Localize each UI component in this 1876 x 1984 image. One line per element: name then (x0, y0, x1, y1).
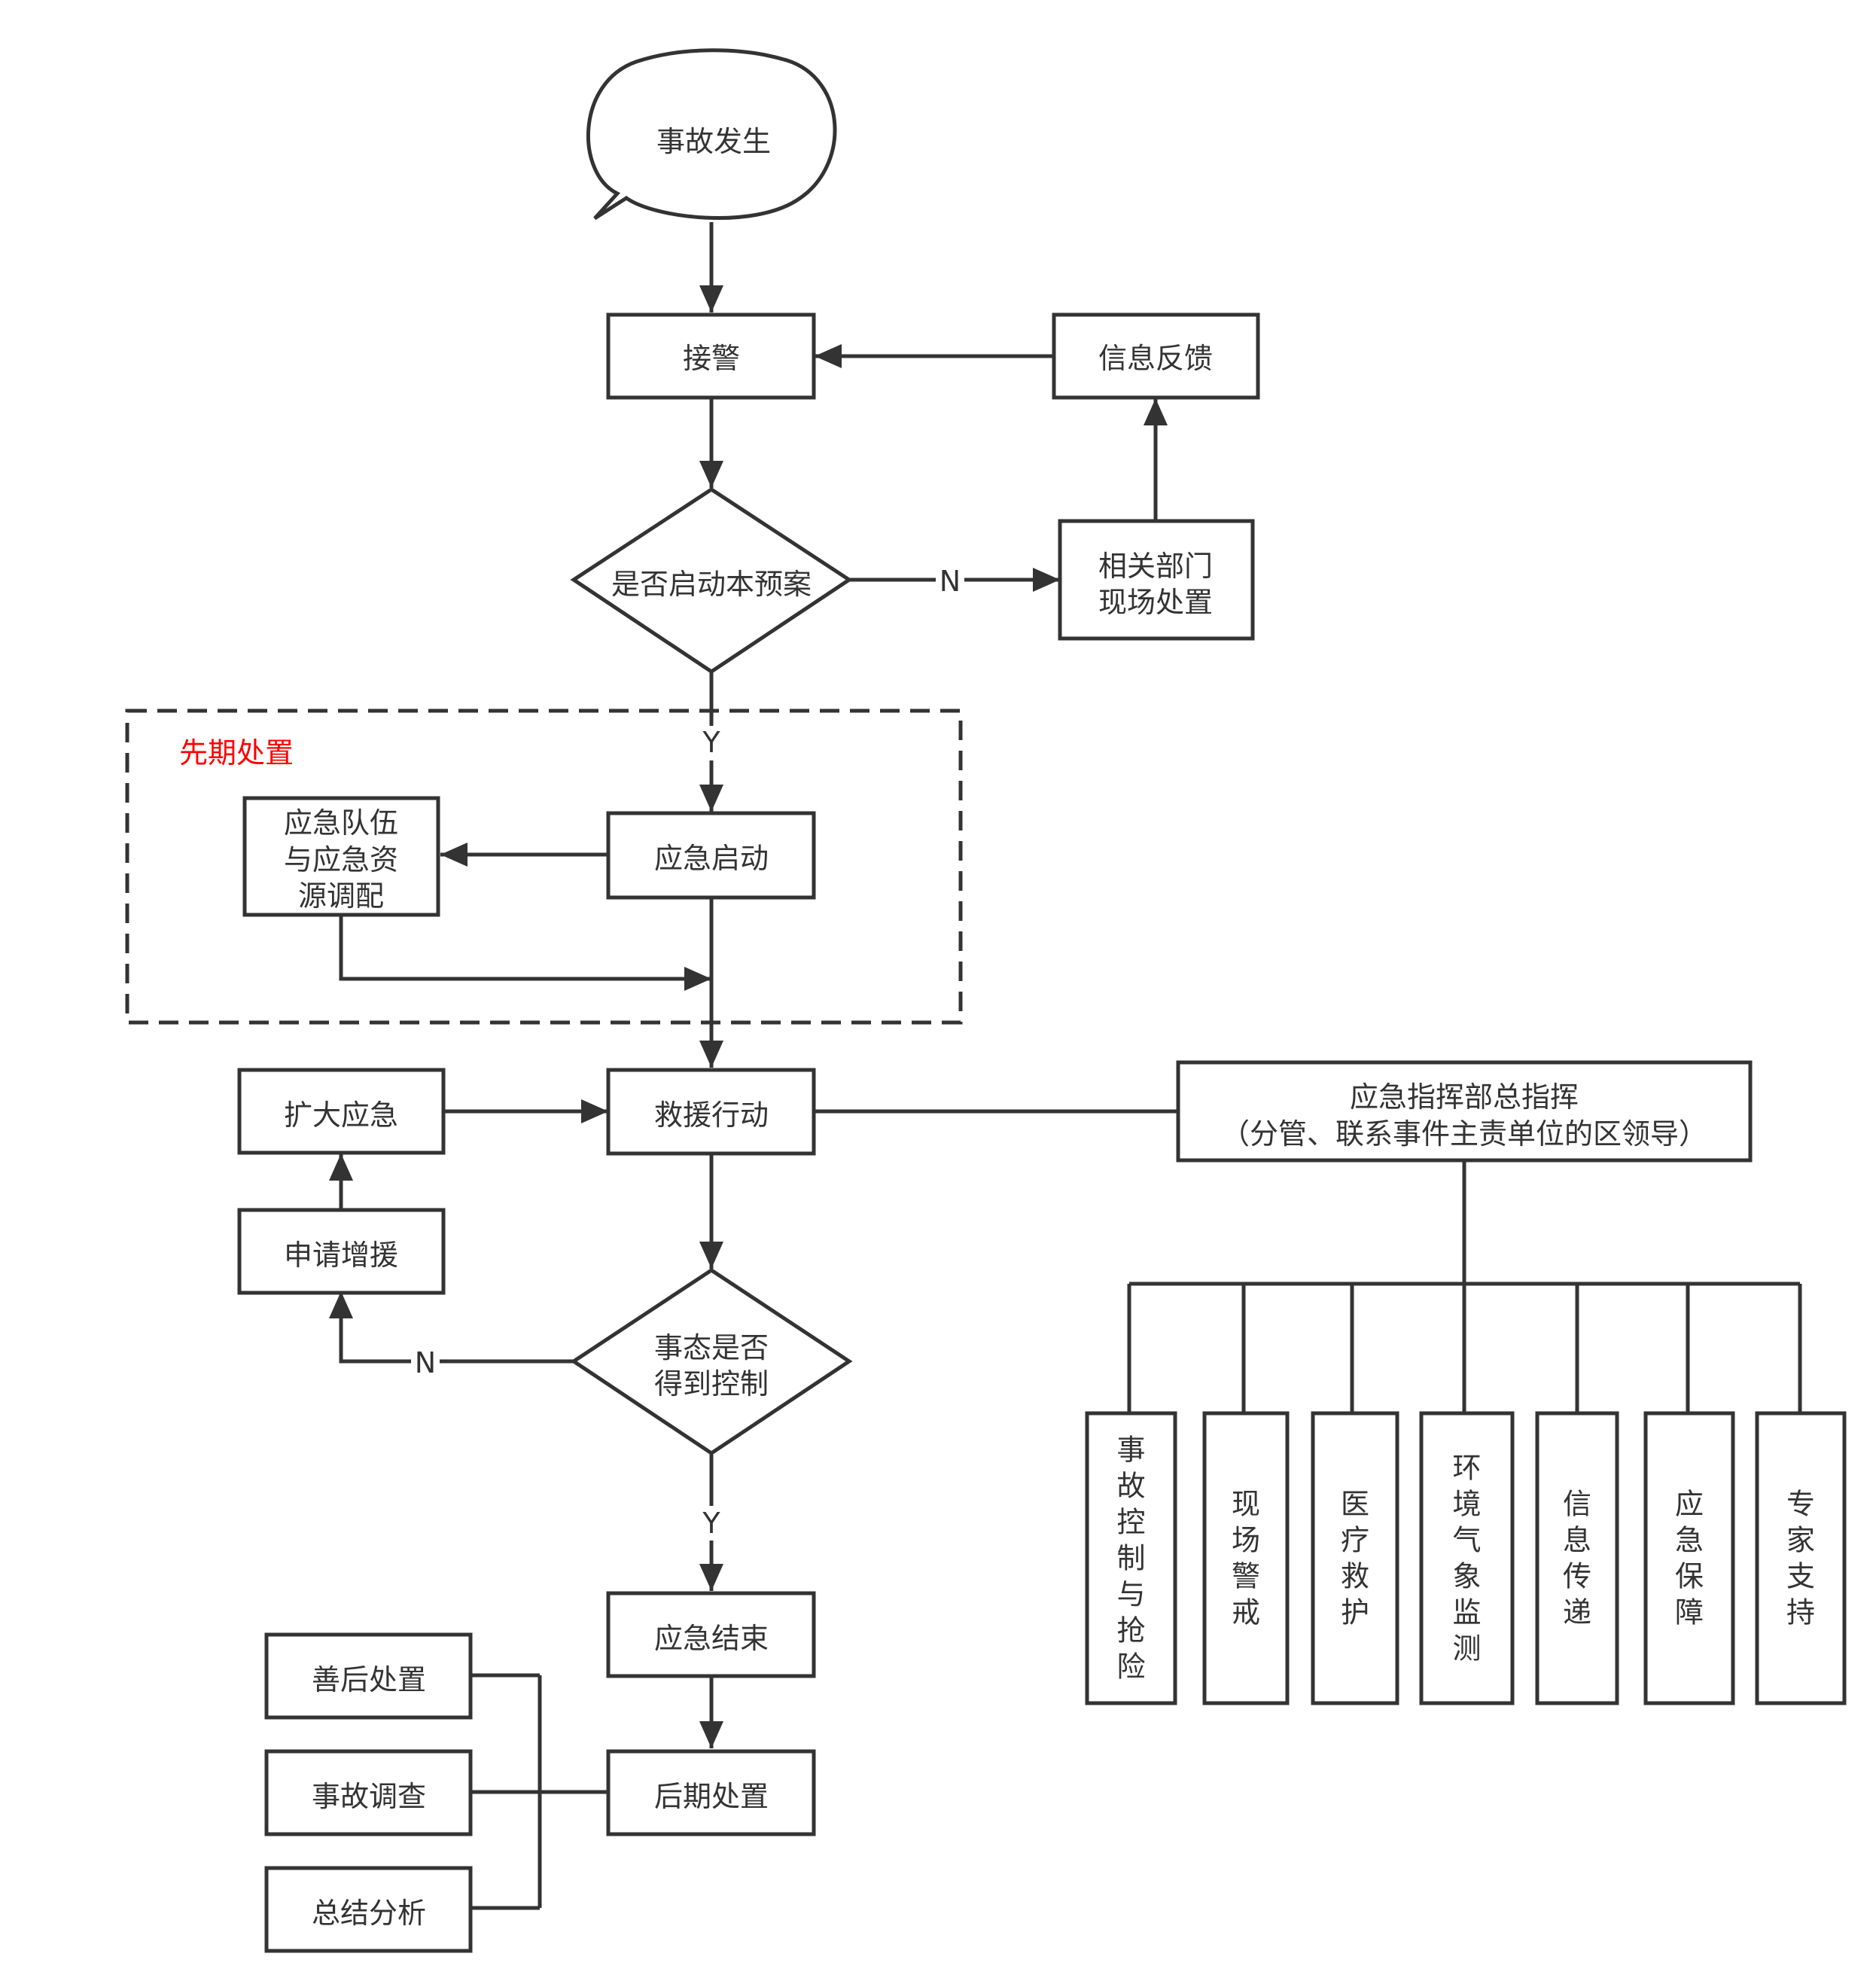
incident-label: 事故发生 (656, 125, 771, 158)
dept-handling-node (1058, 519, 1255, 641)
aftermath-label: 善后处置 (312, 1663, 426, 1696)
edge-label-control-no: N (415, 1346, 436, 1379)
emergency-start-label: 应急启动 (654, 842, 769, 875)
dept-handling-label-line-2: 现场处置 (1098, 586, 1213, 619)
receive-alarm-label: 接警 (683, 342, 740, 375)
start-plan-decision-label: 是否启动本预案 (611, 568, 812, 601)
team-dispatch-node (242, 796, 440, 917)
commander-label-line-2: （分管、联系事件主责单位的区领导） (1221, 1117, 1707, 1150)
rescue-action-node (606, 1068, 816, 1156)
controlled-decision-label-line-1: 事态是否 (654, 1331, 769, 1364)
post-handling-label: 后期处置 (654, 1780, 769, 1813)
expand-response-node (237, 1068, 446, 1155)
aftermath-node (264, 1632, 473, 1720)
info-feedback-node (1052, 312, 1260, 400)
team-dispatch-label-line-2: 与应急资 (284, 843, 398, 876)
working-group-label: 医疗救护 (1341, 1488, 1369, 1629)
dept-handling-label-line-1: 相关部门 (1098, 550, 1213, 583)
working-group-box (1755, 1411, 1847, 1705)
working-group-label: 环境气象监测 (1452, 1452, 1481, 1666)
summary-analysis-label: 总结分析 (312, 1897, 426, 1930)
working-group-box (1419, 1411, 1515, 1705)
start-plan-decision-node (570, 487, 853, 675)
emergency-end-node (606, 1591, 816, 1678)
working-group-box (1202, 1411, 1290, 1705)
working-group-label: 专家支持 (1786, 1488, 1815, 1629)
working-group-box (1535, 1411, 1619, 1705)
receive-alarm-node (606, 312, 816, 400)
request-support-node (237, 1208, 446, 1295)
controlled-decision-label-line-2: 得到控制 (654, 1367, 769, 1400)
working-group-label: 事故控制与抢险 (1116, 1434, 1145, 1684)
edge-label-control-yes: Y (702, 1507, 720, 1540)
working-group-label: 应急保障 (1675, 1488, 1704, 1629)
edge-post-handling-to-subtasks (471, 1673, 608, 1910)
edge-label-decision-yes: Y (702, 726, 720, 759)
expand-response-label: 扩大应急 (284, 1099, 398, 1132)
rescue-action-label: 救援行动 (654, 1099, 769, 1132)
working-group-label: 现场警戒 (1232, 1488, 1260, 1629)
commander-label-line-1: 应急指挥部总指挥 (1350, 1080, 1579, 1114)
edge-label-decision-no: N (940, 565, 961, 598)
edge-control-decision-to-request (329, 1291, 574, 1364)
summary-analysis-node (264, 1866, 473, 1953)
commander-node (1176, 1060, 1753, 1163)
post-handling-node (606, 1749, 816, 1836)
working-group-box (1085, 1411, 1177, 1705)
working-group-label: 信息传递 (1563, 1488, 1591, 1629)
edge-team-to-main-flow (339, 913, 711, 991)
team-dispatch-label-line-3: 源调配 (298, 879, 384, 913)
info-feedback-label: 信息反馈 (1098, 342, 1213, 375)
emergency-end-label: 应急结束 (654, 1622, 769, 1655)
working-group-box (1311, 1411, 1399, 1705)
team-dispatch-label-line-1: 应急队伍 (284, 806, 398, 840)
controlled-decision-node (570, 1268, 853, 1456)
incident-bubble (586, 48, 837, 221)
accident-investigation-node (264, 1749, 473, 1836)
edge-commander-to-groups (1127, 1160, 1802, 1412)
initial-response-region-label: 先期处置 (179, 736, 294, 770)
request-support-label: 申请增援 (284, 1239, 398, 1272)
working-group-box (1643, 1411, 1735, 1705)
accident-investigation-label: 事故调查 (312, 1780, 426, 1813)
emergency-start-node (606, 811, 816, 900)
working-groups: 事故控制与抢险 现场警戒 医疗救护 环境气象监测 信息传递 应急保障 专家支持 (1085, 1411, 1847, 1705)
